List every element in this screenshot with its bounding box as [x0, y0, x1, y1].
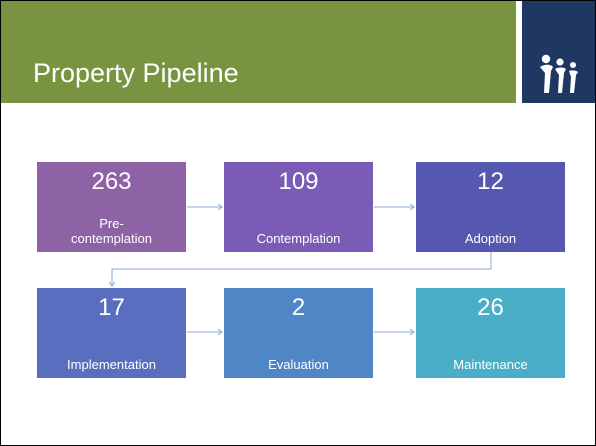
- stage-count: 26: [477, 294, 504, 321]
- stage-implementation: 17 Implementation: [37, 288, 186, 378]
- arrow-head-4: [217, 328, 223, 336]
- stage-label-line1: Pre-: [99, 216, 124, 231]
- arrow-3-to-4: [111, 252, 492, 286]
- stage-count: 2: [291, 294, 306, 321]
- arrow-head-5: [409, 328, 415, 336]
- family-figures-icon: [540, 54, 578, 93]
- stage-adoption: 12 Adoption: [416, 162, 565, 252]
- stage-precontemplation: 263 Pre- contemplation: [37, 162, 186, 252]
- stage-label: Maintenance: [453, 357, 528, 372]
- stage-label: Implementation: [67, 357, 156, 372]
- stage-count: 12: [477, 168, 504, 195]
- arrow-head-1: [217, 203, 223, 211]
- stage-label: Contemplation: [256, 231, 341, 246]
- slide-title: Property Pipeline: [33, 58, 239, 88]
- stage-label: Evaluation: [268, 357, 329, 372]
- stage-label: Pre- contemplation: [43, 216, 180, 246]
- arrow-head-3: [108, 281, 116, 287]
- arrow-head-2: [409, 203, 415, 211]
- stage-maintenance: 26 Maintenance: [416, 288, 565, 378]
- stage-contemplation: 109 Contemplation: [224, 162, 373, 252]
- title-bar: Property Pipeline: [1, 1, 516, 103]
- stage-label-line2: contemplation: [71, 231, 152, 246]
- stage-evaluation: 2 Evaluation: [224, 288, 373, 378]
- stage-count: 109: [278, 168, 319, 195]
- stage-label: Adoption: [464, 231, 517, 246]
- logo-tile: [522, 1, 595, 103]
- stage-count: 17: [98, 294, 125, 321]
- stage-count: 263: [91, 168, 132, 195]
